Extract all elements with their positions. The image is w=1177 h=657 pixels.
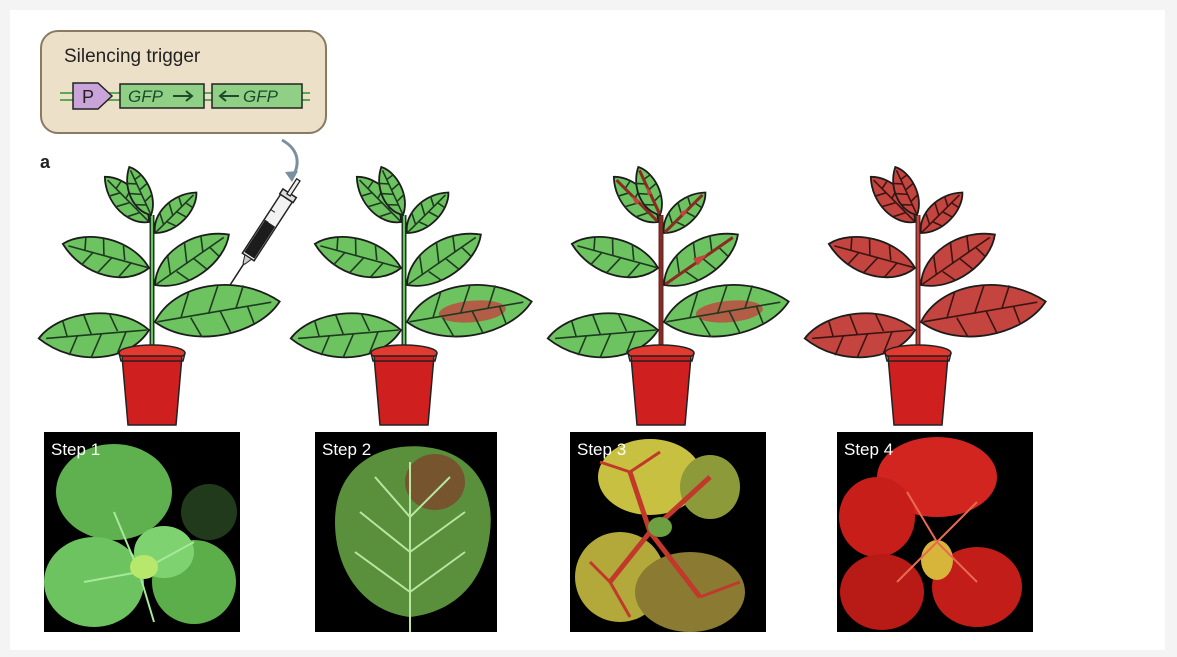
gene-construct: P GFP GFP (40, 30, 327, 134)
step-label: Step 1 (51, 440, 100, 460)
pot (119, 345, 185, 425)
leaf (824, 225, 920, 289)
gfp-label-reverse: GFP (243, 87, 279, 106)
promoter-label: P (82, 87, 94, 107)
photo-step-2: Step 2 (315, 432, 497, 632)
silencing-trigger-box: Silencing trigger P GFP GFP (40, 30, 327, 134)
syringe-icon (224, 175, 305, 289)
gfp-label-forward: GFP (128, 87, 164, 106)
photo-step-1: Step 1 (44, 432, 240, 632)
leaf (58, 225, 154, 289)
step-label: Step 3 (577, 440, 626, 460)
photo-step-4: Step 4 (837, 432, 1033, 632)
promoter-arrow-icon: P (73, 83, 112, 109)
plant-step-2 (291, 163, 534, 425)
leaf (152, 280, 282, 341)
pot (371, 345, 437, 425)
leaf (310, 225, 406, 289)
step-label: Step 2 (322, 440, 371, 460)
leaf (918, 280, 1048, 341)
leaf (567, 225, 663, 289)
leaf (661, 280, 791, 341)
photo-step-3: Step 3 (570, 432, 766, 632)
leaf (404, 280, 534, 341)
leaf (912, 185, 971, 240)
plant-step-1 (39, 163, 282, 425)
plant-step-3 (548, 163, 791, 425)
leaf (146, 185, 205, 240)
plant-step-4 (805, 163, 1048, 425)
step-label: Step 4 (844, 440, 893, 460)
panel-label: a (40, 152, 50, 173)
pot (628, 345, 694, 425)
leaf (655, 185, 714, 240)
leaf (398, 185, 457, 240)
pot (885, 345, 951, 425)
